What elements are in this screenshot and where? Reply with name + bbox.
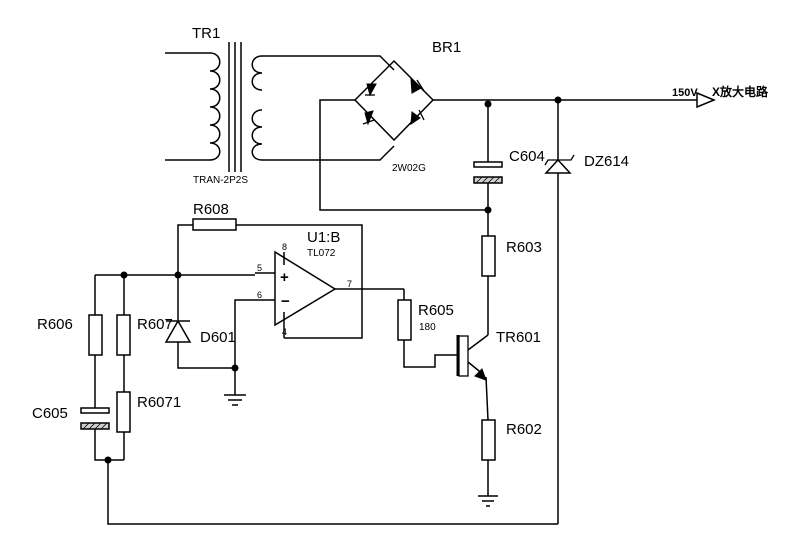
u1b-ref: U1:B <box>307 229 340 246</box>
u1b-plus: + <box>280 269 289 286</box>
resistor-r603 <box>481 235 496 335</box>
bridge-rectifier-br1 <box>319 59 488 211</box>
transformer-tr1 <box>165 42 395 172</box>
resistor-r605 <box>397 289 458 368</box>
u1b-pin5: 5 <box>257 263 262 273</box>
r6071-ref: R6071 <box>137 394 181 411</box>
capacitor-c604 <box>473 100 503 236</box>
bridge-diode-3 <box>362 110 375 126</box>
r607-ref: R607 <box>137 316 173 333</box>
zener-dz614 <box>544 100 575 524</box>
diode-d601 <box>164 319 192 343</box>
br1-ref: BR1 <box>432 39 461 56</box>
r606-ref: R606 <box>37 316 73 333</box>
resistor-r607 <box>116 314 131 392</box>
c604-ref: C604 <box>509 148 545 165</box>
bridge-diode-2 <box>410 77 425 94</box>
capacitor-c605 <box>80 407 124 461</box>
r605-ref: R605 <box>418 302 454 319</box>
resistor-r602 <box>478 419 498 507</box>
d601-ref: D601 <box>200 329 236 346</box>
transistor-tr601 <box>456 334 489 421</box>
opamp-u1b <box>247 250 404 339</box>
r603-ref: R603 <box>506 239 542 256</box>
u1b-pin7: 7 <box>347 279 352 289</box>
resistor-r6071 <box>116 391 131 460</box>
br1-value: 2W02G <box>392 163 426 174</box>
output-voltage: 150V <box>672 87 698 99</box>
tr1-value: TRAN-2P2S <box>193 175 248 186</box>
r605-value: 180 <box>419 322 436 333</box>
u1b-pin6: 6 <box>257 290 262 300</box>
u1b-pin8: 8 <box>282 242 287 252</box>
r608-ref: R608 <box>193 201 229 218</box>
resistor-r608 <box>177 218 363 289</box>
u1b-pin4: 4 <box>282 327 287 337</box>
bridge-diode-1 <box>365 83 377 97</box>
output-label: X放大电路 <box>712 84 769 99</box>
bridge-diode-4 <box>410 109 425 125</box>
input-network <box>94 271 255 406</box>
resistor-r606 <box>88 314 103 408</box>
tr1-ref: TR1 <box>192 25 220 42</box>
u1b-minus: − <box>281 293 290 310</box>
dz614-ref: DZ614 <box>584 153 629 170</box>
bottom-return-wire <box>104 456 558 525</box>
c605-ref: C605 <box>32 405 68 422</box>
r602-ref: R602 <box>506 421 542 438</box>
u1b-value: TL072 <box>307 248 336 259</box>
tr601-ref: TR601 <box>496 329 541 346</box>
